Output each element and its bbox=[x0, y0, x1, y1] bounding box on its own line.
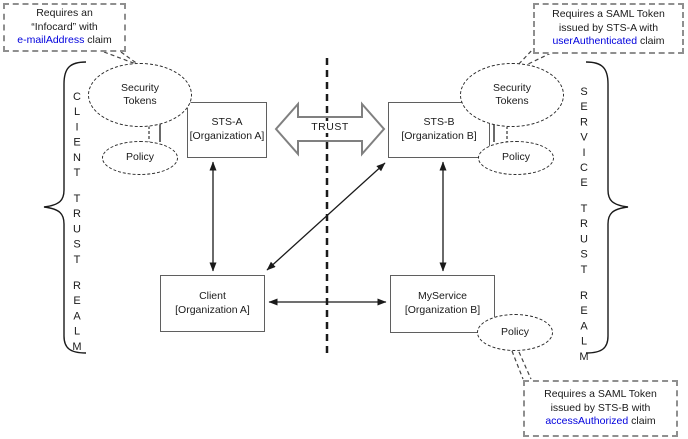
sts-b-token-requirement-callout: Requires a SAML Token issued by STS-B wi… bbox=[523, 380, 678, 437]
claim-name: e-mailAddress bbox=[17, 34, 85, 47]
security-tokens-label: Security Tokens bbox=[121, 81, 159, 107]
realm-word: TRUST bbox=[578, 203, 590, 280]
callout-line: e-mailAddress claim bbox=[17, 34, 112, 48]
policy-label: Policy bbox=[501, 151, 530, 164]
client-sts-b-arrow bbox=[266, 162, 386, 271]
sts-b-token-callout-tail-left bbox=[511, 350, 524, 380]
security-tokens-ellipse-left: Security Tokens bbox=[88, 63, 192, 127]
client-realm-brace bbox=[43, 61, 87, 354]
infocard-callout-tail-left bbox=[103, 51, 137, 65]
node-myservice-org: [Organization B] bbox=[404, 304, 481, 316]
node-client-org: [Organization A] bbox=[175, 303, 250, 316]
security-tokens-ellipse-right: Security Tokens bbox=[460, 63, 564, 127]
node-client: Client [Organization A] bbox=[160, 275, 265, 332]
node-sts-b-org: [Organization B] bbox=[401, 130, 477, 142]
callout-line: Requires a SAML Token bbox=[552, 8, 665, 21]
policy-ellipse-sts-b: Policy bbox=[478, 141, 554, 175]
claim-name: accessAuthorized bbox=[545, 415, 629, 428]
policy-label: Policy bbox=[125, 151, 154, 164]
sts-a-token-requirement-callout: Requires a SAML Token issued by STS-A wi… bbox=[533, 3, 684, 54]
realm-word: SERVICE bbox=[578, 86, 590, 193]
node-myservice-title: MyService bbox=[417, 290, 467, 303]
security-tokens-label: Security Tokens bbox=[493, 81, 531, 107]
callout-line: issued by STS-B with bbox=[550, 401, 651, 414]
callout-claim-suffix: claim bbox=[628, 415, 656, 428]
service-trust-realm-label: SERVICE TRUST REALM bbox=[576, 86, 591, 366]
node-myservice: MyService [Organization B] bbox=[390, 275, 495, 333]
callout-line: accessAuthorized claim bbox=[545, 415, 655, 429]
realm-word: REALM bbox=[71, 280, 83, 357]
service-realm-brace bbox=[585, 61, 629, 354]
node-sts-a-org: [Organization A] bbox=[189, 130, 265, 142]
sts-b-token-callout-tail-right bbox=[518, 351, 532, 380]
callout-line: Requires an bbox=[36, 7, 93, 20]
client-trust-realm-label: CLIENT TRUST REALM bbox=[69, 91, 84, 356]
node-client-title: Client bbox=[199, 289, 226, 302]
realm-word: REALM bbox=[578, 290, 590, 367]
policy-ellipse-myservice: Policy bbox=[477, 314, 553, 351]
policy-label: Policy bbox=[500, 325, 529, 338]
realm-word: TRUST bbox=[71, 193, 83, 270]
callout-line: Requires a SAML Token bbox=[544, 388, 657, 401]
callout-line: issued by STS-A with bbox=[558, 21, 659, 34]
callout-claim-suffix: claim bbox=[84, 34, 112, 47]
claim-name: userAuthenticated bbox=[552, 35, 638, 48]
node-sts-a-title: STS-A bbox=[211, 116, 243, 129]
callout-line: userAuthenticated claim bbox=[552, 35, 664, 49]
infocard-callout-tail-right bbox=[120, 51, 140, 66]
node-sts-a: STS-A [Organization A] bbox=[187, 102, 267, 158]
trust-arrow-label: TRUST bbox=[304, 121, 356, 133]
policy-ellipse-sts-a: Policy bbox=[102, 141, 178, 175]
node-sts-b-title: STS-B bbox=[423, 116, 455, 129]
infocard-requirement-callout: Requires an “Infocard” with e-mailAddres… bbox=[3, 3, 126, 52]
realm-word: CLIENT bbox=[71, 91, 83, 183]
callout-line: “Infocard” with bbox=[31, 20, 98, 33]
callout-claim-suffix: claim bbox=[637, 35, 665, 48]
